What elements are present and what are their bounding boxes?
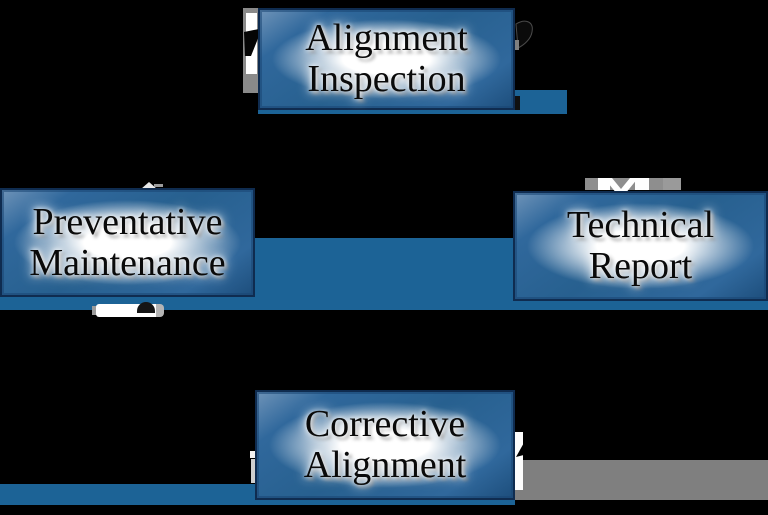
- node-technical-report: Technical Report: [513, 191, 768, 301]
- arrow-fragment-bar: [251, 459, 256, 483]
- gray-arrow-band: [513, 460, 768, 500]
- node-label-line: Alignment: [303, 444, 467, 486]
- node-preventative-maintenance: Preventative Maintenance: [0, 188, 255, 297]
- arrow-fragment-dot: [250, 451, 256, 458]
- arrow-fragment-dark-hump: [137, 302, 155, 313]
- node-alignment-inspection: Alignment Inspection: [258, 8, 515, 110]
- arrow-fragment-dash: [154, 184, 163, 187]
- node-corrective-alignment: Corrective Alignment: [255, 390, 515, 500]
- node-label-line: Report: [588, 245, 693, 287]
- arrow-fragment-white-shaft: [92, 306, 98, 315]
- node-label-line: Corrective: [304, 403, 466, 445]
- node-label-line: Maintenance: [29, 241, 226, 284]
- node-label-line: Technical: [566, 204, 715, 246]
- arrow-fragment-zigzag-icon: [244, 29, 259, 56]
- arrow-fragment-tip: [141, 182, 157, 189]
- arrow-fragment-gray-cap: [156, 304, 164, 317]
- arrow-fragment-hook-icon: [513, 20, 533, 50]
- arrow-fragment-chevron-icon: [585, 178, 681, 194]
- arrow-fragment-dark-mark: [514, 96, 520, 110]
- node-label-line: Inspection: [307, 58, 466, 100]
- node-label-line: Preventative: [32, 200, 223, 243]
- arrow-fragment-white-end: [514, 432, 523, 490]
- black-arrowhead-icon: [516, 373, 637, 457]
- node-label-line: Alignment: [305, 17, 468, 59]
